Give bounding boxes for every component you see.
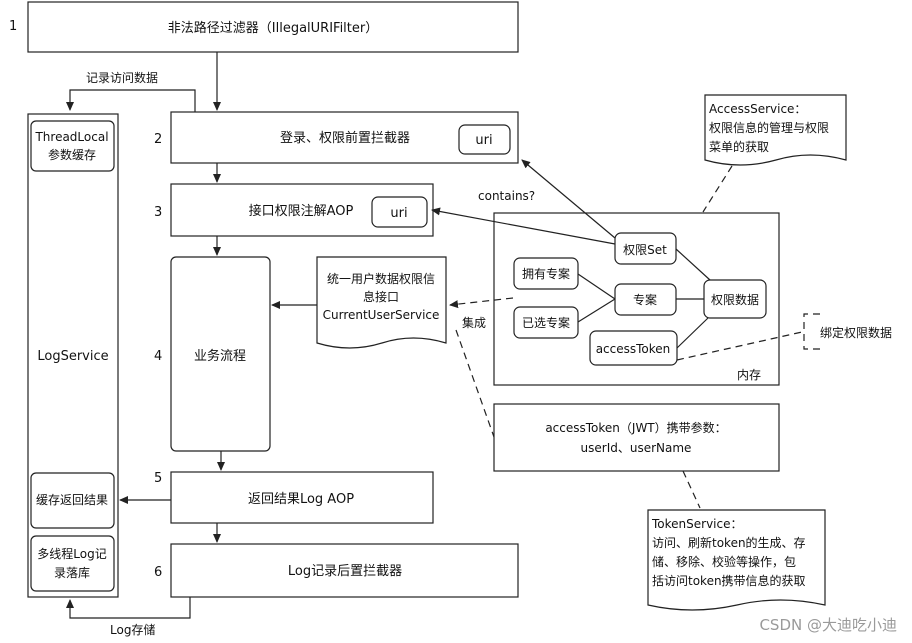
watermark: CSDN @大迪吃小迪: [759, 616, 897, 634]
arrow-record-access: [66, 89, 196, 112]
link-jwt-to-token-service: [682, 470, 701, 509]
login-interceptor-label: 登录、权限前置拦截器: [280, 130, 410, 146]
memory-label: 内存: [737, 368, 761, 382]
current-user-service-line2: 息接口: [363, 289, 399, 304]
return-aop-box: [170, 471, 434, 524]
link-owned-to-project: [577, 273, 616, 300]
access-service-note: [704, 94, 847, 166]
uri-box-login: [458, 124, 511, 155]
owned-project-label: 拥有专案: [522, 266, 570, 281]
link-token-to-perm-data: [676, 317, 709, 349]
threadlocal-label-line1: ThreadLocal: [34, 130, 108, 144]
illegal-uri-filter-label: 非法路径过滤器（IllegalURIFilter）: [168, 20, 378, 36]
cache-return-label: 缓存返回结果: [36, 493, 108, 507]
link-token-to-bind: [676, 331, 803, 361]
integrate-label: 集成: [462, 315, 486, 330]
log-interceptor-box: [170, 543, 519, 598]
arrow-integrate: [449, 297, 514, 309]
jwt-params-line1: accessToken（JWT）携带参数：: [545, 420, 726, 435]
threadlocal-box: [30, 120, 115, 172]
current-user-service-note: [316, 256, 447, 349]
log-store-label: Log存储: [110, 622, 155, 637]
perm-set-label: 权限Set: [623, 243, 667, 257]
uri-box-aop: [371, 196, 428, 228]
step-2: 2: [154, 132, 162, 147]
arrow-perm-set-to-aop-uri: [431, 207, 616, 245]
uri-label-aop: uri: [390, 206, 407, 221]
step-3: 3: [154, 205, 162, 220]
record-access-label: 记录访问数据: [86, 70, 158, 85]
cache-return-box: [30, 472, 115, 529]
token-service-line2: 访问、刷新token的生成、存: [652, 535, 806, 550]
threadlocal-label-line2: 参数缓存: [48, 147, 96, 162]
perm-set-box: [614, 232, 677, 265]
return-aop-label: 返回结果Log AOP: [248, 492, 354, 507]
uri-label-login: uri: [475, 133, 492, 148]
selected-project-label: 已选专案: [522, 315, 570, 330]
step-1: 1: [9, 19, 17, 34]
project-label: 专案: [633, 292, 657, 307]
token-service-line4: 括访问token携带信息的获取: [652, 573, 806, 588]
bind-perm-label: 绑定权限数据: [820, 325, 892, 340]
link-access-service-to-memory: [702, 165, 733, 213]
log-service-label: LogService: [37, 349, 108, 364]
log-interceptor-label: Log记录后置拦截器: [288, 564, 402, 579]
perm-data-label: 权限数据: [711, 292, 759, 307]
arrow-log-store: [66, 597, 191, 619]
illegal-uri-filter-box: [27, 1, 519, 53]
bind-perm-bracket: [803, 313, 820, 350]
token-service-note: [647, 509, 826, 611]
link-selected-to-project: [577, 298, 616, 323]
multi-thread-log-label-line2: 录落库: [54, 565, 90, 580]
token-service-line1: TokenService：: [651, 517, 743, 531]
link-perm-set-to-perm-data: [675, 248, 711, 281]
aop-label: 接口权限注解AOP: [249, 203, 354, 219]
access-service-line3: 菜单的获取: [709, 139, 769, 154]
link-service-to-jwt: [455, 329, 495, 438]
step-5: 5: [154, 471, 162, 486]
token-service-line3: 储、移除、校验等操作，包: [652, 554, 796, 569]
access-service-line2: 权限信息的管理与权限: [709, 120, 829, 135]
jwt-params-line2: userId、userName: [581, 441, 692, 455]
owned-project-box: [513, 257, 579, 290]
business-flow-label: 业务流程: [194, 348, 246, 364]
access-service-line1: AccessService：: [709, 102, 806, 116]
arrow-perm-set-to-login-uri: [521, 159, 616, 239]
contains-label: contains?: [478, 189, 535, 203]
selected-project-box: [513, 306, 579, 339]
current-user-service-line1: 统一用户数据权限信: [327, 271, 435, 286]
jwt-params-box: [493, 403, 780, 472]
multi-thread-log-label-line1: 多线程Log记: [37, 546, 106, 561]
step-6: 6: [154, 565, 162, 580]
access-token-label: accessToken: [596, 342, 671, 356]
multi-thread-log-box: [30, 535, 115, 592]
current-user-service-line3: CurrentUserService: [323, 308, 440, 322]
step-4: 4: [154, 349, 162, 364]
